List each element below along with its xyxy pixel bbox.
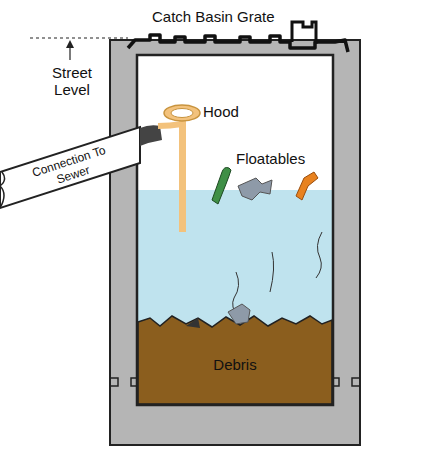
bottle bbox=[212, 168, 231, 205]
sinking-trash bbox=[186, 318, 200, 328]
debris-strand bbox=[270, 252, 274, 292]
part-label: Street Level bbox=[42, 64, 102, 98]
chamber bbox=[137, 55, 333, 405]
wall-notch bbox=[110, 378, 360, 386]
floating-trash bbox=[296, 172, 318, 200]
concrete-wall bbox=[110, 40, 360, 445]
part-label: Debris bbox=[200, 356, 270, 373]
hood-neck bbox=[158, 124, 182, 126]
sinking-trash bbox=[228, 304, 250, 324]
hood-opening bbox=[171, 109, 193, 118]
part-label: Hood bbox=[203, 103, 263, 120]
chamber-outline bbox=[137, 55, 333, 405]
grate-handle bbox=[292, 22, 316, 44]
debris-layer bbox=[138, 316, 332, 404]
street-level-line bbox=[30, 37, 128, 38]
part-label: Catch Basin Grate bbox=[152, 8, 312, 25]
sewer-pipe bbox=[0, 127, 140, 208]
hood-pipe bbox=[179, 115, 186, 232]
floating-trash bbox=[238, 178, 272, 200]
debris-strand bbox=[316, 232, 322, 278]
street-level-arrowhead bbox=[66, 40, 74, 48]
pipe-break bbox=[0, 172, 5, 208]
hood-cap bbox=[164, 105, 200, 121]
water bbox=[138, 190, 332, 335]
part-label: Floatables bbox=[236, 150, 326, 167]
